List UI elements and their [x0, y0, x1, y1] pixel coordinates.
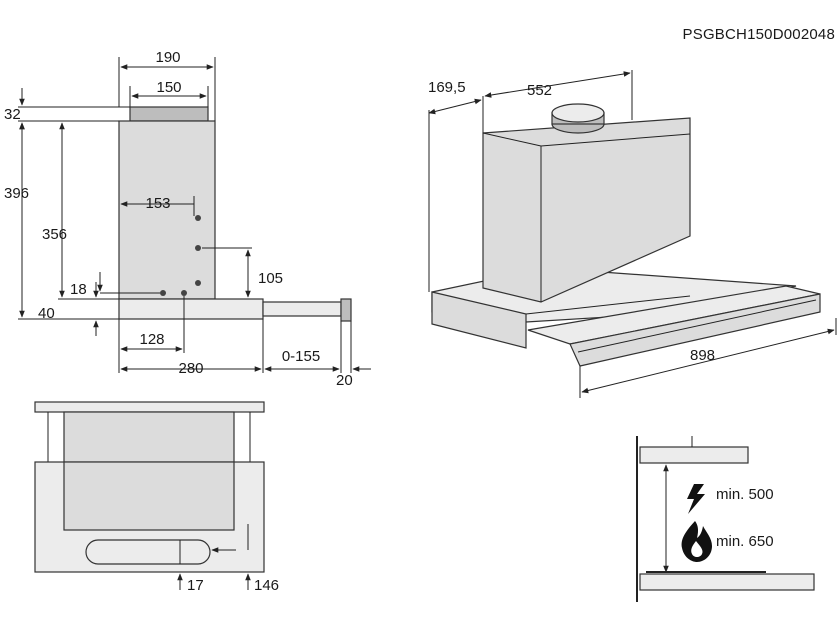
drawing-code: PSGBCH150D002048	[683, 26, 835, 43]
lightning-icon	[687, 484, 705, 514]
outlet-collar	[129, 106, 209, 122]
clearance-hob	[639, 573, 815, 591]
front-handle-slot	[85, 539, 211, 565]
dim-chimney-width: 552	[527, 82, 552, 99]
dim-outlet-height: 32	[4, 106, 21, 123]
dim-bracket-height: 105	[258, 270, 283, 287]
clearance-gas: min. 650	[716, 533, 774, 550]
iso-view: 169,5 552 898	[428, 70, 837, 398]
dim-bolt-height: 18	[70, 281, 87, 298]
front-top-plate	[34, 401, 265, 413]
dim-depth: 280	[178, 360, 203, 377]
dim-slide-range: 0-155	[282, 348, 320, 365]
clearance-hood	[639, 446, 749, 464]
side-view: 190 150 32 396 356 40 18 153 105	[4, 49, 371, 389]
dim-top-width: 190	[155, 49, 180, 66]
dim-outlet-width: 150	[156, 79, 181, 96]
dim-base-height: 40	[38, 305, 55, 322]
clearance-electric: min. 500	[716, 486, 774, 503]
dim-handle-height: 17	[187, 577, 204, 594]
flame-icon	[681, 521, 712, 562]
slide-out-panel	[262, 301, 342, 317]
dim-total-width: 898	[690, 347, 715, 364]
chimney-body	[118, 120, 216, 300]
clearance-view: min. 500 min. 650	[636, 436, 815, 602]
dim-total-height: 396	[4, 185, 29, 202]
front-view: 17 146	[34, 401, 279, 594]
dim-handle-depth: 20	[336, 372, 353, 389]
dim-side-depth: 169,5	[428, 79, 466, 96]
dim-front-height: 146	[254, 577, 279, 594]
front-handle	[340, 298, 352, 322]
dim-chimney-height: 356	[42, 226, 67, 243]
hood-base	[118, 298, 264, 320]
dim-bolt-spacing: 128	[139, 331, 164, 348]
dim-bolt-offset: 153	[145, 195, 170, 212]
